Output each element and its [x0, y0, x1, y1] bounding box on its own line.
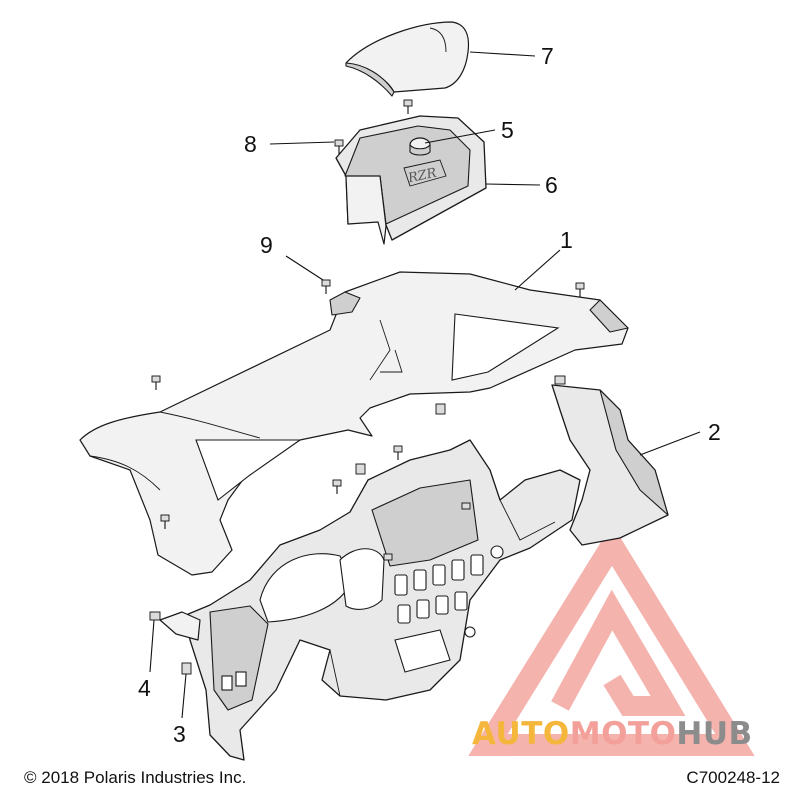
part-5-cup-insert: [409, 137, 431, 156]
drawing-code: C700248-12: [686, 768, 780, 787]
watermark-logo: [468, 524, 755, 756]
callout-2: 2: [708, 419, 721, 445]
callout-3: 3: [173, 721, 186, 747]
fastener-center: [383, 553, 393, 561]
fastener-9: [321, 279, 331, 294]
svg-text:RZR: RZR: [406, 166, 438, 187]
callout-5: 5: [501, 117, 514, 143]
watermark-brand-part-1: AUTO: [472, 716, 570, 752]
fastener-clip-1: [355, 463, 366, 475]
part-6-storage-box: RZR: [335, 115, 487, 245]
copyright-text: © 2018 Polaris Industries Inc.: [24, 768, 247, 787]
fastener-right-dash: [461, 502, 471, 510]
vent-grille: [394, 554, 484, 624]
callout-4: 4: [138, 675, 151, 701]
watermark-brand-part-3: HUB: [676, 716, 753, 752]
watermark-brand-part-2: MOTO: [569, 716, 677, 752]
callout-labels: 7 5 6 8 9 1 2 4 3: [138, 43, 721, 747]
part-7-storage-lid: [345, 21, 470, 97]
fastener-8: [334, 139, 344, 154]
leader-lines: [149, 51, 701, 719]
callout-6: 6: [545, 172, 558, 198]
callout-1: 1: [560, 227, 573, 253]
main-dash-body: [159, 439, 581, 761]
part-1-upper-dash: [79, 271, 629, 576]
fastener-right-top: [575, 282, 585, 297]
watermark-brand: AUTOMOTOHUB: [472, 716, 753, 752]
fasteners: [149, 99, 585, 675]
callout-9: 9: [260, 232, 273, 258]
callout-7: 7: [541, 43, 554, 69]
fastener-left: [151, 375, 161, 390]
fastener-screw-top: [403, 99, 413, 114]
fastener-side: [160, 514, 170, 529]
callout-8: 8: [244, 131, 257, 157]
fastener-dash: [332, 479, 342, 494]
fastener-4: [149, 611, 161, 621]
fastener-clip-2: [435, 403, 446, 415]
part-2-side-panel: [551, 375, 669, 546]
fastener-3: [181, 662, 192, 675]
fastener-mid: [393, 445, 403, 460]
